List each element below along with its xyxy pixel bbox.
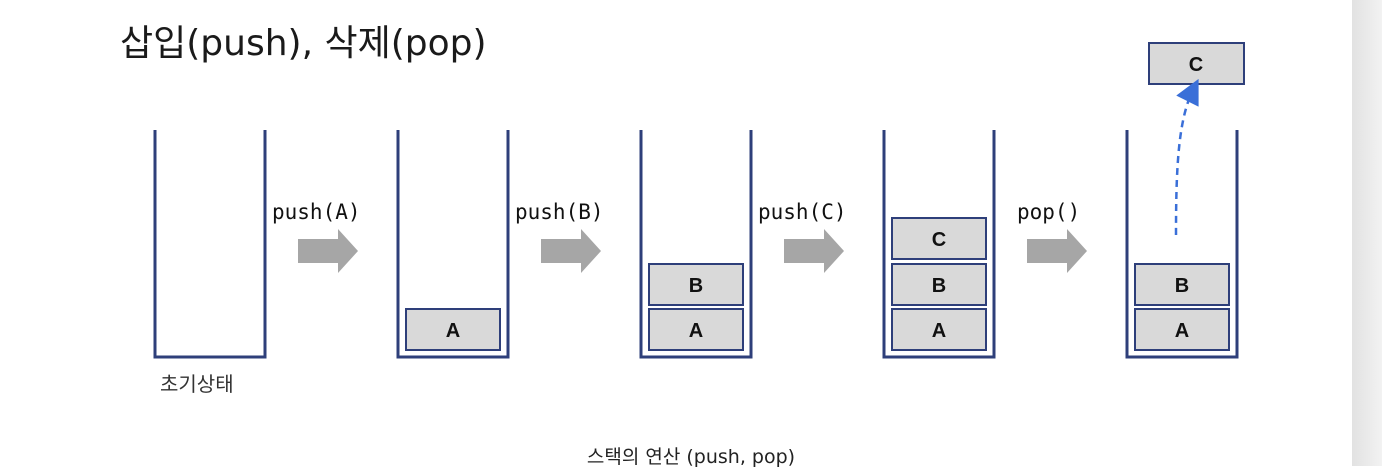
stack-container-2 xyxy=(639,130,753,359)
stack-3-item-C-label: C xyxy=(932,229,946,251)
stack-4-item-A-label: A xyxy=(1175,320,1189,342)
stack-2-item-B-label: B xyxy=(689,275,703,297)
stack-3-item-C xyxy=(891,217,987,260)
stack-1-item-A xyxy=(405,308,501,351)
diagram-title: 삽입(push), 삭제(pop) xyxy=(120,23,487,64)
stack-2-item-A-label: A xyxy=(689,320,703,342)
arrow-icon-3 xyxy=(784,229,844,273)
stack-4-item-B xyxy=(1134,263,1230,306)
stack-container-0 xyxy=(153,130,267,359)
stack-container-1 xyxy=(396,130,510,359)
figure-caption: 스택의 연산 (push, pop) xyxy=(586,446,796,468)
arrow-icon-4 xyxy=(1027,229,1087,273)
stack-container-3 xyxy=(882,130,996,359)
initial-state-label: 초기상태 xyxy=(160,372,234,396)
stack-diagram: A A B A B C A B C push(A) push(B) push(C… xyxy=(153,42,1245,359)
stack-3-item-B xyxy=(891,263,987,306)
right-scroll-edge xyxy=(1352,0,1382,466)
popped-item-C-label: C xyxy=(1189,54,1203,76)
stack-2-item-B xyxy=(648,263,744,306)
stack-1-item-A-label: A xyxy=(446,320,460,342)
stack-3-item-B-label: B xyxy=(932,275,946,297)
op-label-push-c: push(C) xyxy=(758,200,847,224)
stack-4-item-B-label: B xyxy=(1175,275,1189,297)
stack-2-item-A xyxy=(648,308,744,351)
pop-path-arrow xyxy=(1174,78,1199,236)
stack-4-item-A xyxy=(1134,308,1230,351)
stack-container-4 xyxy=(1125,130,1239,359)
op-label-push-a: push(A) xyxy=(272,200,361,224)
stack-3-item-A xyxy=(891,308,987,351)
op-label-pop: pop() xyxy=(1017,200,1080,224)
arrow-icon-1 xyxy=(298,229,358,273)
arrow-icon-2 xyxy=(541,229,601,273)
stack-3-item-A-label: A xyxy=(932,320,946,342)
op-label-push-b: push(B) xyxy=(515,200,604,224)
